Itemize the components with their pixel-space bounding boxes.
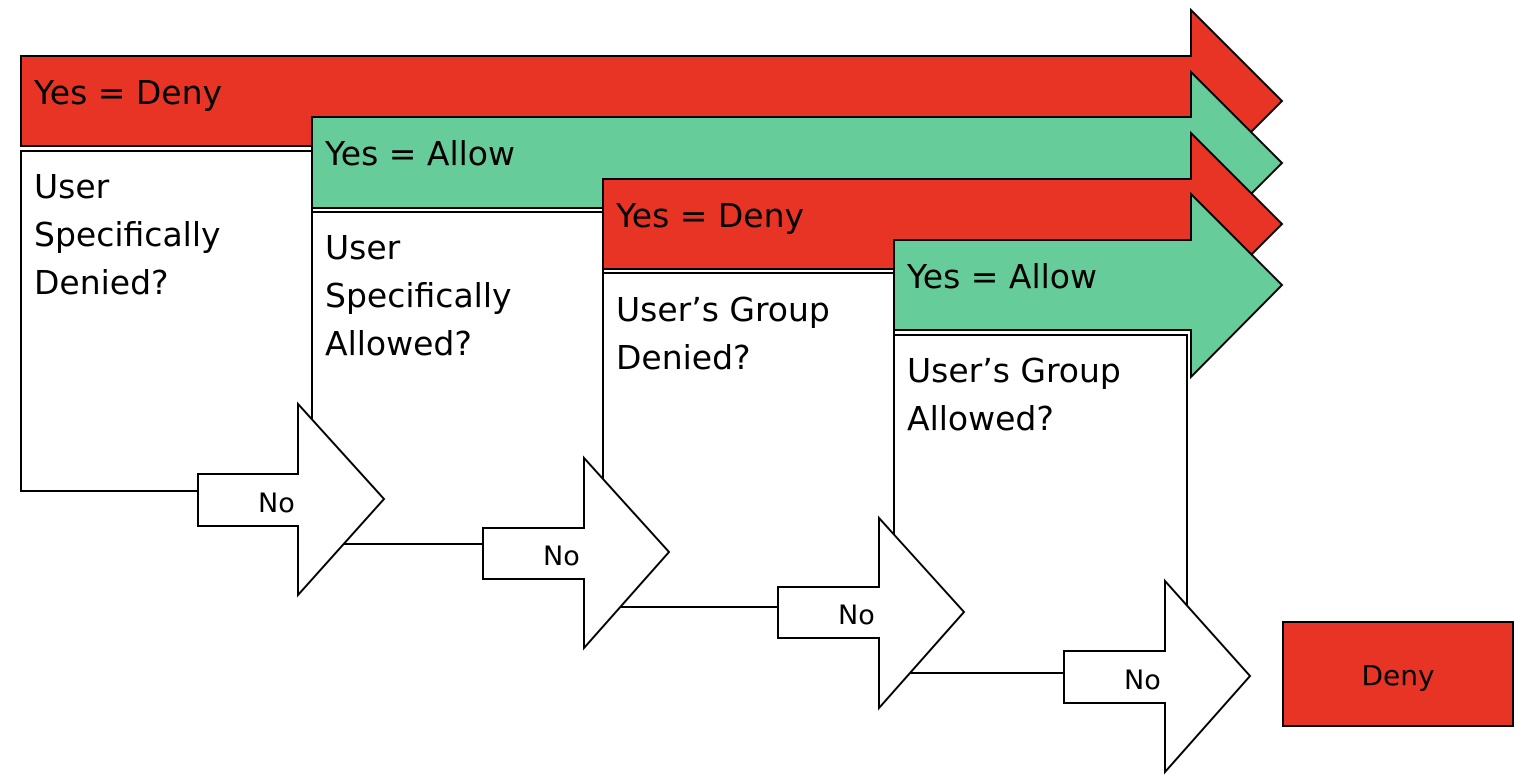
no-arrow-2: No xyxy=(482,455,671,651)
final-result: Deny xyxy=(1282,621,1514,727)
no-arrow-shape-1 xyxy=(197,401,386,598)
no-arrow-3: No xyxy=(777,515,966,711)
no-arrow-shape-3 xyxy=(777,515,966,711)
question-line: Specifically xyxy=(325,276,512,315)
no-arrow-shape-4 xyxy=(1063,578,1252,775)
no-label-2: No xyxy=(543,541,580,572)
question-text-4: User’s Group Allowed? xyxy=(907,351,1131,438)
question-line: User xyxy=(325,228,401,267)
question-line: User’s Group xyxy=(616,290,830,329)
no-arrow-shape-2 xyxy=(482,455,671,651)
question-text-3: User’s Group Denied? xyxy=(616,290,840,377)
no-arrow-1: No xyxy=(197,401,386,598)
final-deny-box xyxy=(1282,621,1514,727)
banner-label-2: Yes = Allow xyxy=(324,134,515,173)
final-deny-label: Deny xyxy=(1361,659,1434,692)
question-text-2: User Specifically Allowed? xyxy=(325,228,522,363)
question-line: Allowed? xyxy=(907,399,1054,438)
question-line: Denied? xyxy=(34,263,169,302)
no-label-1: No xyxy=(258,488,295,519)
question-line: User xyxy=(34,167,110,206)
no-label-3: No xyxy=(838,600,875,631)
yes-allow-arrow-4 xyxy=(893,191,1284,380)
question-text-1: User Specifically Denied? xyxy=(34,167,231,302)
step-2: Yes = Allow User Specifically Allowed? xyxy=(311,69,1284,545)
no-arrow-4: No xyxy=(1063,578,1252,775)
question-line: Denied? xyxy=(616,338,751,377)
step-4: Yes = Allow User’s Group Allowed? xyxy=(893,191,1284,674)
banner-label-3: Yes = Deny xyxy=(615,196,804,235)
no-label-4: No xyxy=(1124,665,1161,696)
step-3: Yes = Deny User’s Group Denied? xyxy=(602,130,1284,608)
question-line: Specifically xyxy=(34,215,221,254)
banner-label-4: Yes = Allow xyxy=(906,257,1097,296)
question-box-2 xyxy=(311,211,604,545)
question-box-1 xyxy=(20,150,313,492)
question-line: Allowed? xyxy=(325,324,472,363)
question-line: User’s Group xyxy=(907,351,1121,390)
banner-label-1: Yes = Deny xyxy=(33,73,222,112)
